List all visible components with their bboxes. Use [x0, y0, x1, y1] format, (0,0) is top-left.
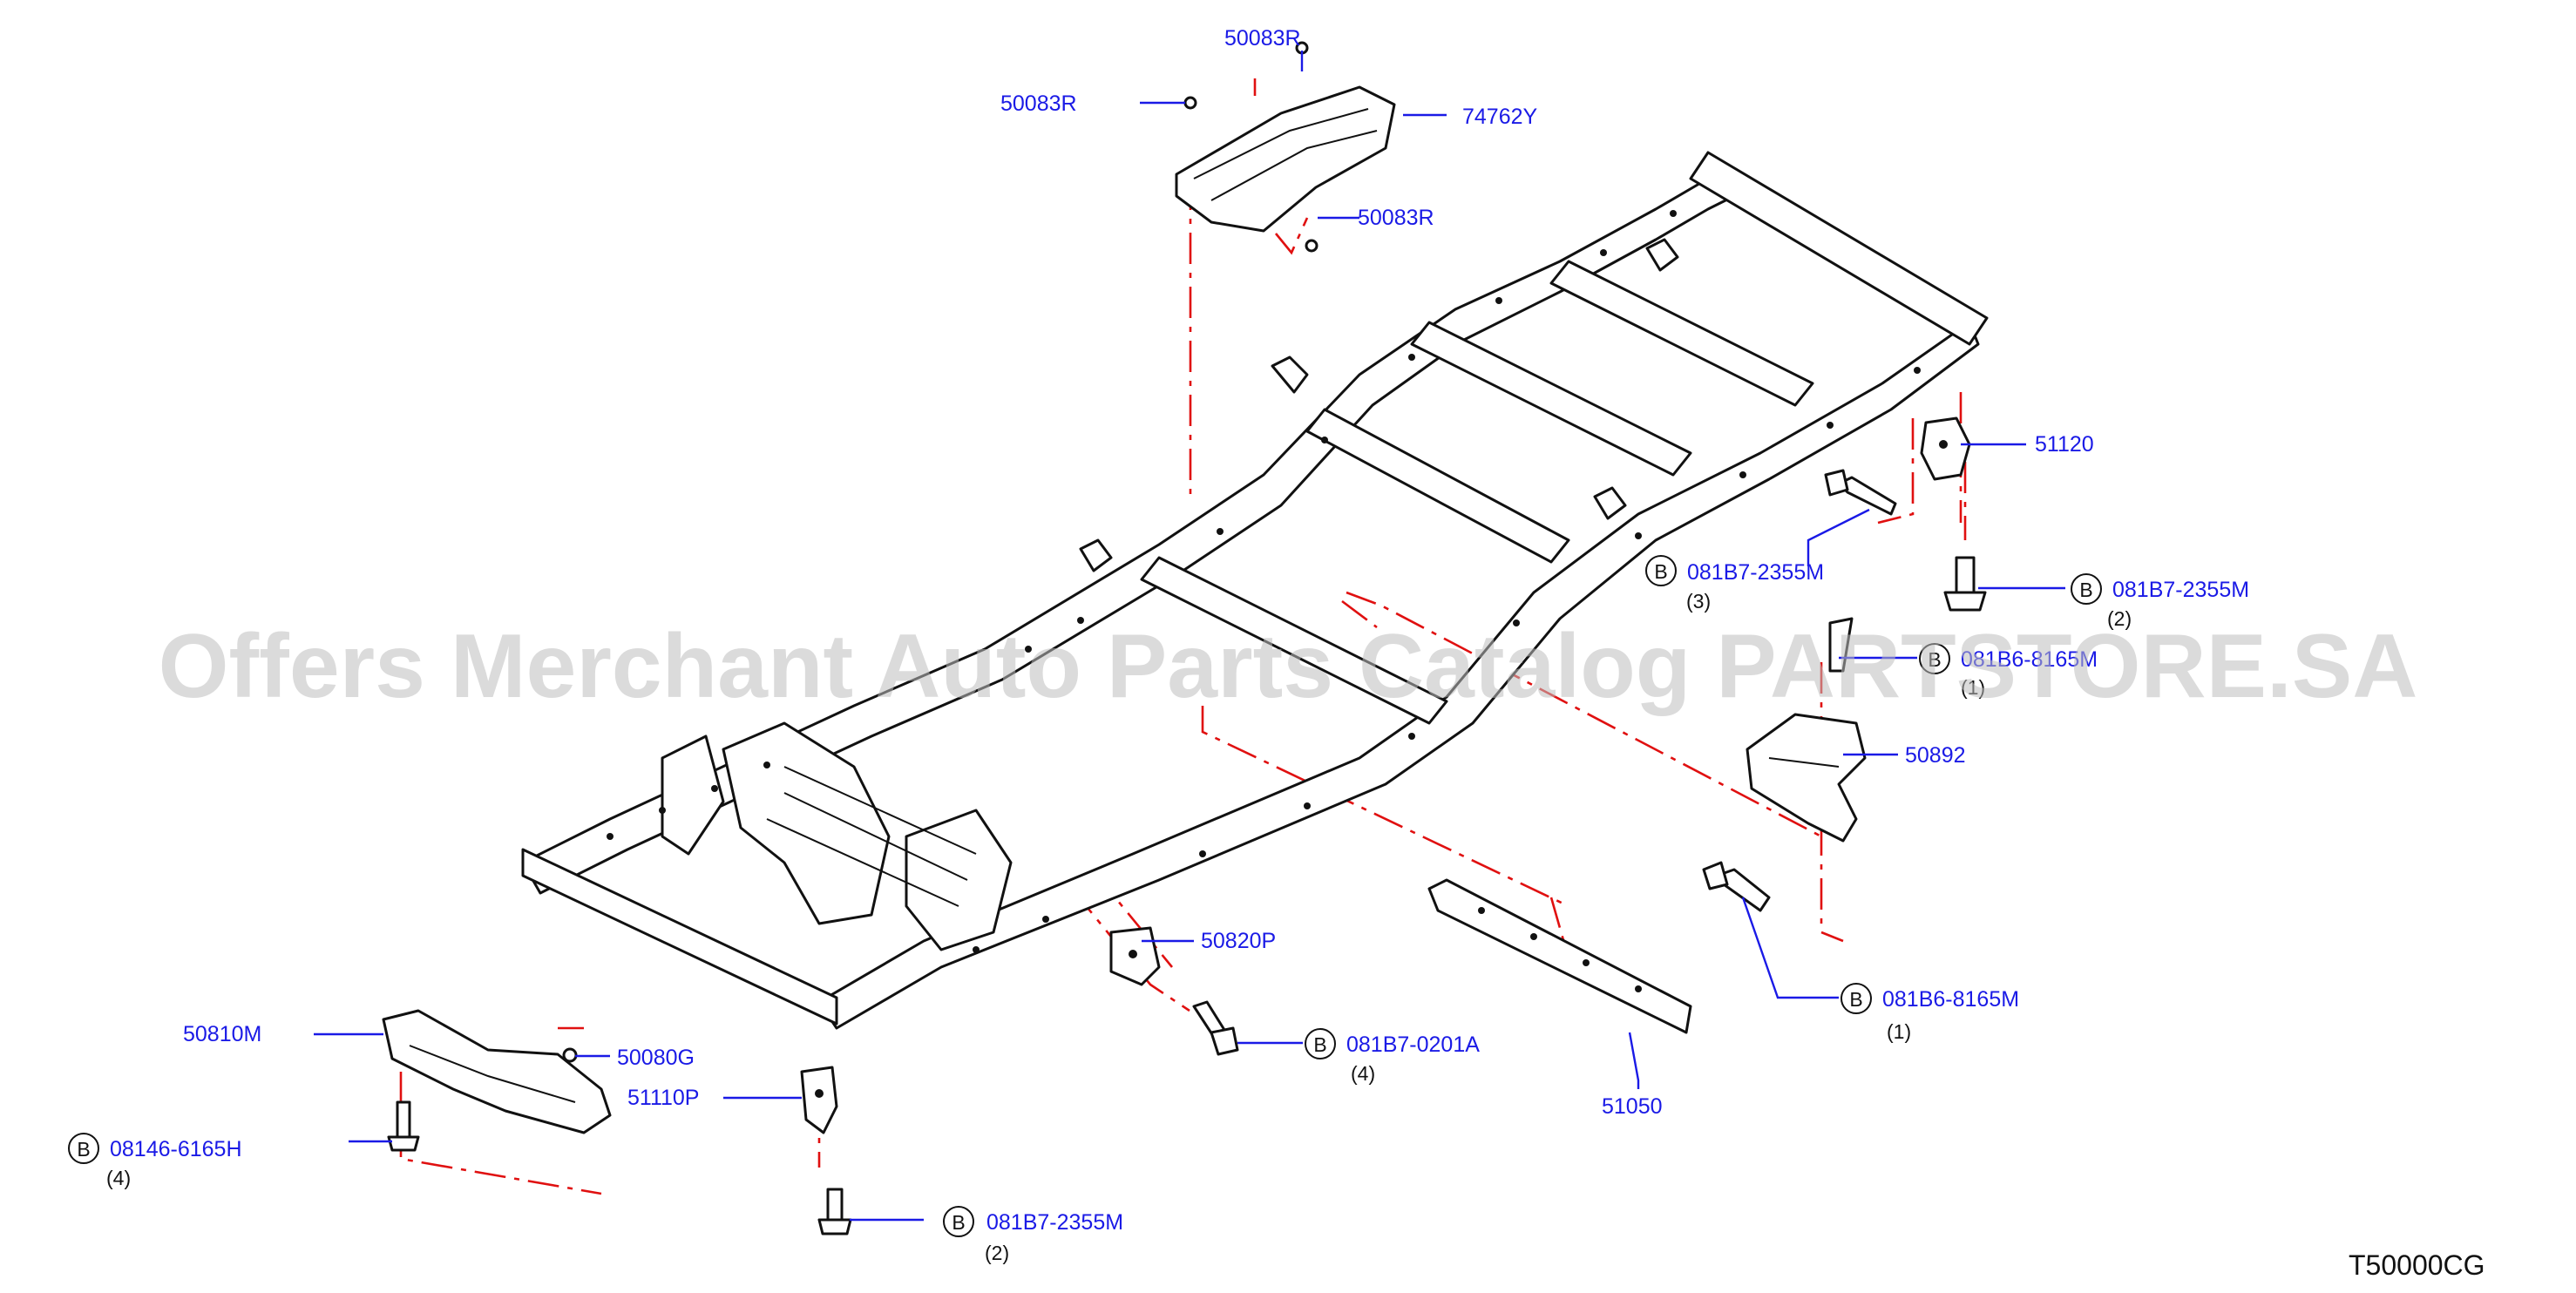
callout-code: 081B7-2355M	[1687, 560, 1824, 585]
bolt-letter-badge: B	[1928, 648, 1941, 671]
callout-081B7-0201A: B 081B7-0201A (4)	[1305, 1028, 1480, 1085]
callout-50083R-lower: 50083R	[1358, 206, 1434, 230]
bolt-081B7-2355M-rear	[1824, 469, 1897, 516]
watermark-text: Offers Merchant Auto Parts Catalog PARTS…	[159, 616, 2418, 717]
bolt-081B7-0201A	[1192, 1000, 1239, 1056]
callout-code: 081B7-0201A	[1346, 1032, 1480, 1057]
heat-insulator-part	[1175, 41, 1396, 253]
callout-081B7-2355M-qty2-front: B 081B7-2355M (2)	[943, 1206, 1123, 1264]
callout-50083R-left: 50083R	[1000, 91, 1077, 116]
frame-holes	[607, 210, 1921, 953]
callout-qty: (4)	[1351, 1062, 1375, 1085]
bolt-081B6-8165M-upper	[1828, 617, 1854, 673]
bolt-letter-badge: B	[1849, 988, 1862, 1011]
callout-50820P: 50820P	[1201, 929, 1276, 953]
callout-081B6-8165M-lower: B 081B6-8165M (1)	[1840, 983, 2019, 1043]
bolt-letter-badge: B	[2079, 579, 2092, 601]
callout-50083R-top: 50083R	[1224, 26, 1301, 51]
callout-qty: (1)	[1887, 1020, 1911, 1043]
clip-50080G-part	[562, 1047, 578, 1063]
callout-50080G: 50080G	[617, 1046, 695, 1070]
bracket-50820P-part	[1109, 926, 1161, 986]
bolt-letter-badge: B	[77, 1138, 90, 1161]
callout-51110P: 51110P	[627, 1086, 699, 1110]
callout-50810M: 50810M	[183, 1022, 261, 1046]
skid-plate-50892-part	[1746, 713, 1867, 843]
callout-74762Y: 74762Y	[1462, 105, 1538, 129]
callout-qty: (4)	[106, 1167, 131, 1189]
callout-labels: 50083R 50083R 74762Y 50083R 51120 B 081B…	[68, 26, 2249, 1264]
callout-code: 08146-6165H	[110, 1137, 242, 1161]
callout-51120: 51120	[2035, 432, 2094, 457]
leader-lines	[314, 51, 2065, 1222]
bolt-letter-badge: B	[1313, 1033, 1326, 1056]
bolt-081B7-2355M-front	[817, 1188, 852, 1235]
bracket-51110P-part	[800, 1066, 838, 1134]
ladder-frame	[521, 151, 1989, 1030]
callout-08146-6165H: B 08146-6165H (4)	[68, 1133, 242, 1189]
callout-code: 081B6-8165M	[1961, 647, 2098, 672]
callout-qty: (1)	[1961, 676, 1985, 699]
bracket-51120-part	[1920, 416, 1971, 481]
bolt-08146-6165H	[387, 1100, 420, 1152]
callout-code: 081B6-8165M	[1882, 987, 2019, 1012]
bolt-letter-badge: B	[952, 1211, 965, 1234]
callout-51050: 51050	[1602, 1094, 1663, 1119]
bolt-letter-badge: B	[1654, 560, 1667, 583]
callout-qty: (2)	[985, 1242, 1009, 1264]
callout-081B7-2355M-qty3: B 081B7-2355M (3)	[1645, 555, 1824, 613]
callout-081B6-8165M-upper: B 081B6-8165M (1)	[1919, 643, 2098, 699]
callout-50892: 50892	[1905, 743, 1966, 768]
bolt-081B7-2355M-vertical	[1943, 556, 1987, 612]
crossmember-51050-part	[1427, 878, 1692, 1034]
diagram-code: T50000CG	[2349, 1249, 2485, 1281]
callout-081B7-2355M-qty2-rear: B 081B7-2355M (2)	[2071, 573, 2249, 630]
under-cover-50810M-part	[382, 1009, 612, 1134]
callout-qty: (3)	[1686, 590, 1711, 613]
bolt-081B6-8165M-lower	[1702, 861, 1771, 912]
callout-qty: (2)	[2107, 607, 2132, 630]
callout-code: 081B7-2355M	[2112, 578, 2249, 602]
callout-code: 081B7-2355M	[986, 1210, 1123, 1235]
